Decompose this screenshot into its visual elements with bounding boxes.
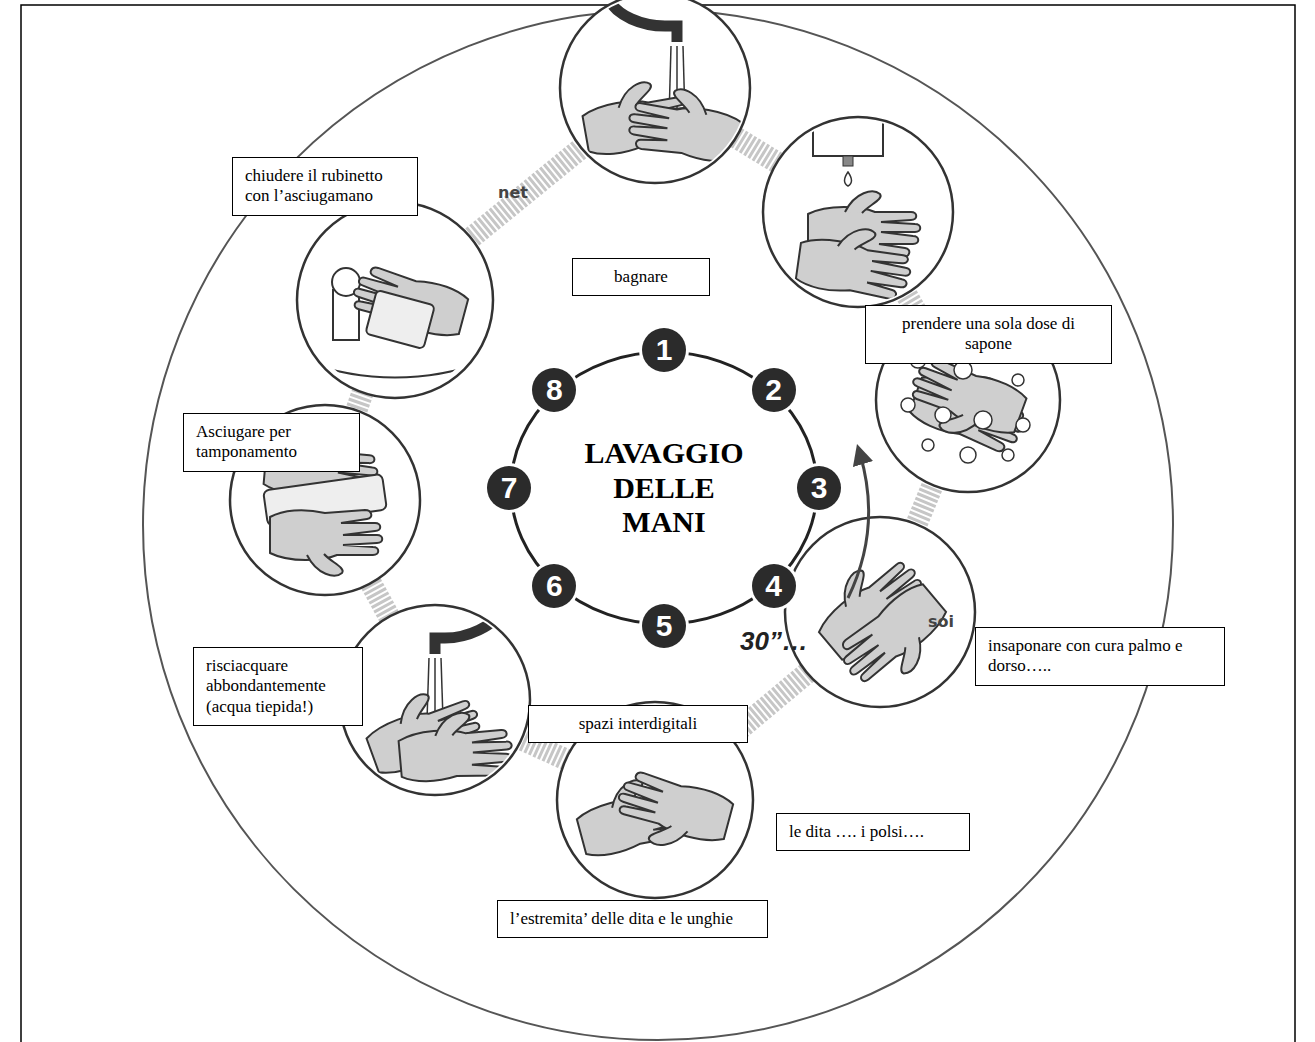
faucet bbox=[333, 290, 359, 340]
soap-bubble bbox=[1016, 418, 1030, 432]
step-box: l’estremita’ delle dita e le unghie bbox=[497, 900, 768, 938]
step-text: bagnare bbox=[585, 267, 697, 287]
picture-content bbox=[804, 543, 960, 702]
step-box: bagnare bbox=[572, 258, 710, 296]
step-text: spazi interdigitali bbox=[541, 714, 735, 734]
faucet bbox=[435, 605, 505, 654]
step-text: risciacquare abbondantemente (acqua tiep… bbox=[206, 656, 350, 717]
step-text: l’estremita’ delle dita e le unghie bbox=[510, 909, 755, 929]
hand-figure bbox=[345, 263, 470, 355]
soap-dispenser bbox=[813, 114, 883, 156]
title-ring-ellipse bbox=[511, 352, 817, 624]
step-number: 6 bbox=[532, 564, 576, 608]
towel bbox=[365, 290, 435, 349]
picture-circle bbox=[560, 0, 750, 183]
number-text: 3 bbox=[811, 473, 828, 503]
picture-circle bbox=[297, 202, 493, 398]
number-text: 2 bbox=[765, 375, 782, 405]
faucet bbox=[605, 0, 677, 42]
step-box: spazi interdigitali bbox=[528, 705, 748, 743]
step-picture bbox=[560, 0, 750, 183]
soap-bubble bbox=[1002, 449, 1014, 461]
picture-content bbox=[571, 768, 735, 860]
hand-figure bbox=[901, 354, 1029, 454]
fragment-text: net bbox=[498, 183, 528, 202]
picture-circle bbox=[785, 517, 975, 707]
number-text: 6 bbox=[546, 571, 563, 601]
soap-bubble bbox=[922, 439, 934, 451]
hand-figure bbox=[624, 81, 746, 165]
hand-figure bbox=[832, 579, 960, 701]
step-number: 2 bbox=[752, 368, 796, 412]
soap-bubble bbox=[974, 411, 992, 429]
picture-content bbox=[579, 0, 747, 165]
step-box: Asciugare per tamponamento bbox=[183, 413, 360, 472]
step-text: le dita …. i polsi…. bbox=[789, 822, 957, 842]
step-picture bbox=[297, 202, 493, 398]
picture-circle bbox=[340, 605, 530, 795]
title-text: LAVAGGIO DELLE MANI bbox=[574, 436, 754, 540]
number-text: 7 bbox=[501, 473, 518, 503]
picture-content bbox=[300, 263, 490, 377]
direction-arrow bbox=[848, 454, 869, 598]
step-picture bbox=[785, 517, 975, 707]
soap-bubble bbox=[1012, 374, 1024, 386]
picture-content bbox=[359, 605, 514, 784]
soap-drop bbox=[845, 172, 852, 186]
hand-figure bbox=[397, 709, 515, 784]
number-text: 4 bbox=[765, 571, 782, 601]
soap-bubble bbox=[935, 407, 951, 423]
dispenser-nozzle bbox=[843, 156, 853, 166]
step-box: insaponare con cura palmo e dorso….. bbox=[975, 627, 1225, 686]
step-number: 4 bbox=[752, 564, 796, 608]
step-box: prendere una sola dose di sapone bbox=[865, 305, 1112, 364]
step-text: chiudere il rubinetto con l’asciugamano bbox=[245, 166, 405, 207]
number-text: 1 bbox=[656, 335, 673, 365]
water-stream bbox=[427, 658, 429, 720]
number-text: 5 bbox=[656, 611, 673, 641]
sink-basin bbox=[300, 360, 490, 378]
duration-label: 30”… bbox=[740, 626, 808, 657]
number-text: 8 bbox=[546, 375, 563, 405]
soap-bubble bbox=[901, 398, 915, 412]
step-number: 1 bbox=[642, 328, 686, 372]
picture-content bbox=[795, 114, 920, 301]
step-number: 5 bbox=[642, 604, 686, 648]
hand-figure bbox=[270, 510, 382, 576]
step-picture bbox=[763, 114, 953, 307]
step-picture bbox=[340, 605, 530, 795]
step-text: insaponare con cura palmo e dorso….. bbox=[988, 636, 1212, 677]
step-box: risciacquare abbondantemente (acqua tiep… bbox=[193, 647, 363, 726]
hand-figure bbox=[795, 221, 915, 302]
step-text: prendere una sola dose di sapone bbox=[878, 314, 1099, 355]
step-box: le dita …. i polsi…. bbox=[776, 813, 970, 851]
step-box: chiudere il rubinetto con l’asciugamano bbox=[232, 157, 418, 216]
step-number: 7 bbox=[487, 466, 531, 510]
fragment-text: soi bbox=[928, 612, 954, 631]
soap-bubble bbox=[960, 447, 976, 463]
step-text: Asciugare per tamponamento bbox=[196, 422, 347, 463]
step-number: 3 bbox=[797, 466, 841, 510]
hand-figure bbox=[610, 768, 735, 860]
